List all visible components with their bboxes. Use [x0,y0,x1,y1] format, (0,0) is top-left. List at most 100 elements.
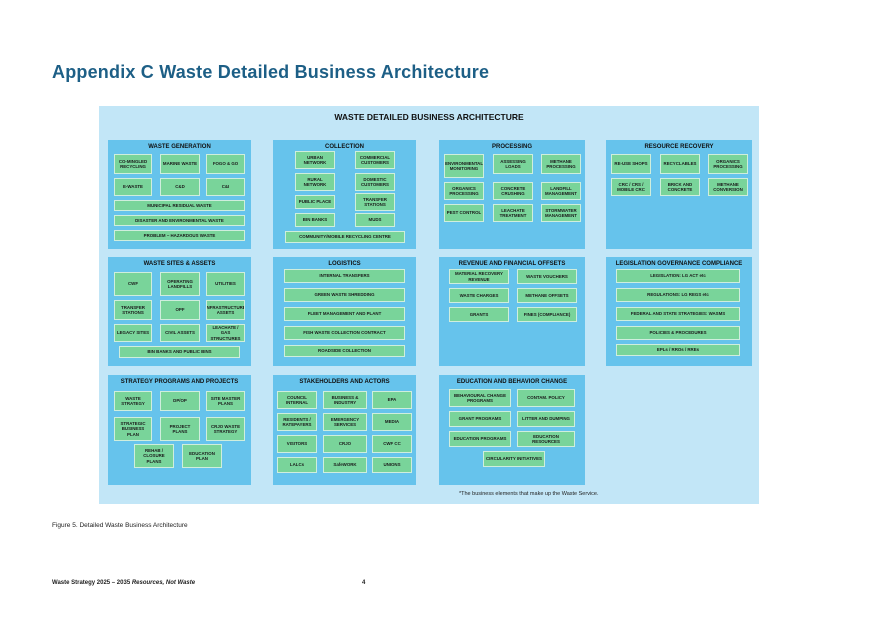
architecture-element: DOMESTIC CUSTOMERS [355,173,395,191]
architecture-element: EDUCATION RESOURCES [517,431,575,447]
panel-revenue-and-financial-offsets: REVENUE AND FINANCIAL OFFSETS MATERIAL RE… [439,257,585,366]
architecture-element: EMERGENCY SERVICES [323,413,367,431]
panel-title: EDUCATION AND BEHAVIOR CHANGE [456,379,568,385]
architecture-element: UNIONS [372,457,412,473]
architecture-element: BRICK AND CONCRETE [660,178,700,196]
architecture-element: CWF [114,272,152,296]
architecture-element: BIN BANKS [295,213,335,227]
architecture-element: METHANE PROCESSING [541,154,581,174]
architecture-element: OPF [160,300,200,320]
architecture-element: LITTER AND DUMPING [517,411,575,427]
architecture-element: MUDS [355,213,395,227]
architecture-element: LANDFILL MANAGEMENT [541,182,581,200]
panel-title: LEGISLATION GOVERNANCE COMPLIANCE [615,261,743,267]
architecture-element: REGULATIONS: LG REGS etc [616,288,740,302]
architecture-element: PROJECT PLANS [160,417,200,441]
architecture-element: GRANT PROGRAMS [449,411,511,427]
architecture-element: C&D [160,178,200,196]
architecture-element: COUNCIL INTERNAL [277,391,317,409]
footer-subtitle: Resources, Not Waste [131,580,196,586]
architecture-element: RESIDENTS / RATEPAYERS [277,413,317,431]
panel-title: WASTE GENERATION [148,144,211,150]
architecture-element: LEGACY SITES [114,324,152,342]
architecture-element: BEHAVIOURAL CHANGE PROGRAMS [449,389,511,407]
architecture-element: LEGISLATION: LG ACT etc [616,269,740,283]
panel-title: WASTE SITES & ASSETS [143,261,216,267]
architecture-element: LALCs [277,457,317,473]
architecture-element: CWF CC [372,435,412,453]
architecture-diagram: WASTE DETAILED BUSINESS ARCHITECTURE WAS… [99,106,759,504]
architecture-element: FISH WASTE COLLECTION CONTRACT [284,326,405,340]
panel-title: RESOURCE RECOVERY [644,144,714,150]
architecture-element: CRJO [323,435,367,453]
architecture-element: BUSINESS & INDUSTRY [323,391,367,409]
architecture-element: ENVIRONMENTAL MONITORING [444,154,484,178]
architecture-element: FEDERAL AND STATE STRATEGIES: WASMS [616,307,740,321]
architecture-element: ASSESSING LOADS [493,154,533,174]
architecture-element: EDUCATION PLAN [182,444,222,468]
architecture-element: COMMUNITY/MOBILE RECYCLING CENTRE [285,231,405,243]
panel-title: STRATEGY PROGRAMS AND PROJECTS [120,379,239,385]
architecture-element: LEACHATE TREATMENT [493,204,533,222]
architecture-element: UTILITIES [206,272,245,296]
architecture-element: METHANE CONVERSION [708,178,748,196]
architecture-element: ORGANICS PROCESSING [444,182,484,200]
architecture-element: EDUCATION PROGRAMS [449,431,511,447]
architecture-element: POLICIES & PROCEDURES [616,326,740,340]
architecture-element: GREEN WASTE SHREDDING [284,288,405,302]
architecture-element: INTERNAL TRANSFERS [284,269,405,283]
architecture-element: LEACHATE / GAS STRUCTURES [206,324,245,342]
page-title: Appendix C Waste Detailed Business Archi… [52,62,490,82]
architecture-element: STRATEGIC BUSINESS PLAN [114,417,152,441]
architecture-element: EPA [372,391,412,409]
architecture-element: BIN BANKS AND PUBLIC BINS [119,346,240,358]
footer-title: Waste Strategy 2025 – 2035 Resources, No… [52,580,195,586]
architecture-element: C&I [206,178,245,196]
architecture-element: COMMERCIAL CUSTOMERS [355,151,395,169]
architecture-element: PUBLIC PLACE [295,195,335,209]
architecture-element: CONCRETE CRUSHING [493,182,533,200]
architecture-element: FINES (COMPLIANCE) [517,307,577,322]
architecture-element: REHAB / CLOSURE PLANS [134,444,174,468]
panel-title: REVENUE AND FINANCIAL OFFSETS [458,261,566,267]
architecture-element: E-WASTE [114,178,152,196]
panel-resource-recovery: RESOURCE RECOVERY RE-USE SHOPS RECYCLABLES… [606,140,752,249]
architecture-element: CIVIL ASSETS [160,324,200,342]
architecture-element: INFRASTRUCTURE ASSETS [206,300,245,320]
panel-title: LOGISTICS [328,261,361,267]
footer-title-text: Waste Strategy 2025 – 2035 [52,580,131,586]
architecture-element: WASTE CHARGES [449,288,509,303]
panel-logistics: LOGISTICS INTERNAL TRANSFERS GREEN WASTE S… [273,257,416,366]
architecture-element: CRC / CRS / MOBILE CRC [611,178,651,196]
architecture-element: URBAN NETWORK [295,151,335,169]
architecture-element: DISASTER AND ENVIRONMENTAL WASTE [114,215,245,226]
architecture-element: ORGANICS PROCESSING [708,154,748,174]
architecture-element: STORMWATER MANAGEMENT [541,204,581,222]
architecture-element: RE-USE SHOPS [611,154,651,174]
panel-education-and-behavior-change: EDUCATION AND BEHAVIOR CHANGE BEHAVIOURAL… [439,375,585,485]
architecture-element: CO-MINGLED RECYCLING [114,154,152,174]
architecture-element: PEST CONTROL [444,204,484,222]
architecture-element: MATERIAL RECOVERY REVENUE [449,269,509,284]
architecture-element: CRJO WASTE STRATEGY [206,417,245,441]
architecture-element: TRANSFER STATIONS [114,300,152,320]
architecture-element: FOGO & GO [206,154,245,174]
architecture-element: CIRCULARITY INITIATIVES [483,451,545,467]
architecture-element: SafeWORK [323,457,367,473]
figure-caption: Figure 5. Detailed Waste Business Archit… [52,522,188,529]
architecture-element: RURAL NETWORK [295,173,335,191]
architecture-element: GRANTS [449,307,509,322]
panel-title: COLLECTION [325,144,364,150]
architecture-element: MUNICIPAL RESIDUAL WASTE [114,200,245,211]
architecture-element: OPERATING LANDFILLS [160,272,200,296]
panel-waste-sites-assets: WASTE SITES & ASSETS CWF OPERATING LANDFIL… [108,257,251,366]
architecture-element: MEDIA [372,413,412,431]
architecture-element: WASTE VOUCHERS [517,269,577,284]
architecture-element: DP/OP [160,391,200,411]
panel-strategy-programs-and-projects: STRATEGY PROGRAMS AND PROJECTS WASTE STRA… [108,375,251,485]
architecture-element: RECYCLABLES [660,154,700,174]
architecture-element: WASTE STRATEGY [114,391,152,411]
